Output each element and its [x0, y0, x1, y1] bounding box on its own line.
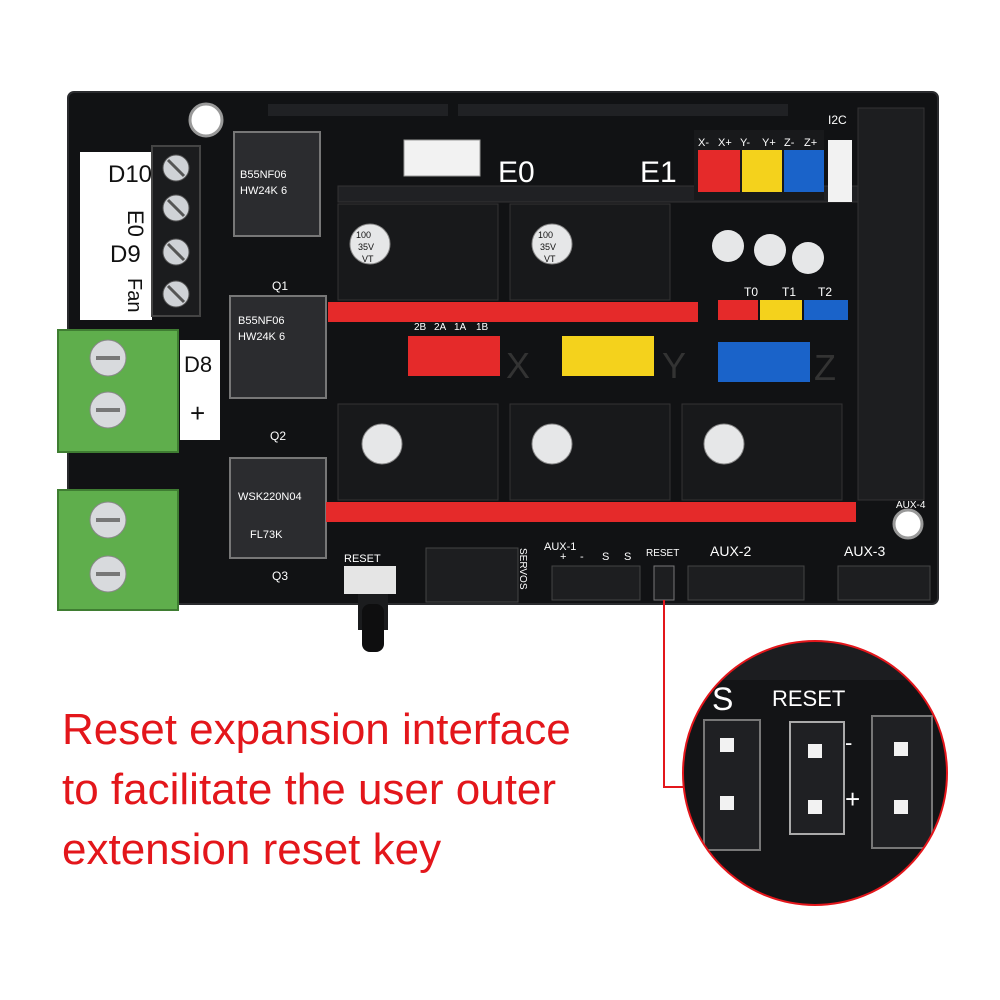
- aux-mark-plus: +: [560, 551, 566, 563]
- label-i2c: I2C: [828, 113, 847, 127]
- reset-button-body: [358, 594, 388, 652]
- therm-label-1: T0: [744, 285, 758, 299]
- extruder-silkscreen: + Extr.1 + Extr.2 D10 E0 D9 Fan: [80, 152, 152, 320]
- aux-mark-s1: S: [602, 551, 609, 563]
- stepper-socket-e0: 100 35V VT E0: [337, 156, 535, 301]
- small-screw-terminal: [151, 145, 201, 317]
- svg-text:VT: VT: [362, 254, 374, 264]
- label-aux2: AUX-2: [710, 543, 751, 559]
- stepper-socket-z: [681, 403, 843, 501]
- label-reset-header: RESET: [646, 548, 679, 559]
- aux-mark-minus: -: [580, 551, 584, 563]
- label-fan: Fan: [123, 278, 145, 312]
- svg-text:100: 100: [538, 230, 553, 240]
- therm-label-2: T1: [782, 285, 796, 299]
- mosfet-q1: B55NF06 HW24K 6 Q1: [233, 131, 321, 293]
- svg-text:Q2: Q2: [270, 429, 286, 443]
- label-reset-board: RESET: [344, 553, 381, 565]
- svg-text:VT: VT: [544, 254, 556, 264]
- right-pin-header: AUX-4: [857, 107, 926, 511]
- endstop-label-3: Y-: [740, 137, 750, 149]
- mounting-hole: [188, 102, 224, 138]
- label-aux3: AUX-3: [844, 543, 885, 559]
- zoom-label-minus: -: [845, 730, 852, 755]
- svg-text:HW24K 6: HW24K 6: [240, 185, 287, 197]
- microstep-jumpers: 2B 2A 1A 1B X Y Z: [408, 322, 836, 388]
- svg-text:FL73K: FL73K: [250, 529, 283, 541]
- label-servos: SERVOS: [517, 548, 528, 590]
- power-terminal-bottom: [57, 489, 179, 611]
- thermistor-headers: T0 T1 T2: [718, 285, 848, 320]
- stepper-socket-x: [337, 403, 499, 501]
- zoom-circle-outline: [682, 640, 948, 906]
- label-d8: D8: [184, 352, 212, 377]
- zoom-label-plus: +: [845, 784, 860, 814]
- label-x-axis: X: [506, 345, 530, 386]
- svg-text:100: 100: [356, 230, 371, 240]
- stepper-socket-y: [509, 403, 671, 501]
- endstop-label-6: Z+: [804, 137, 817, 149]
- red-header-rail-top: [328, 302, 698, 322]
- label-extr1: + Extr.1: [83, 191, 97, 232]
- caption-line-2: to facilitate the user outer: [62, 765, 557, 814]
- label-d8-plus: +: [190, 398, 205, 428]
- label-e0-axis: E0: [498, 156, 535, 189]
- label-d9: D9: [110, 241, 141, 268]
- zoom-label-s: S: [712, 681, 733, 717]
- power-terminal-top: [57, 329, 179, 453]
- svg-text:Q1: Q1: [272, 279, 288, 293]
- label-extr2: + Extr.2: [83, 277, 97, 318]
- endstop-headers: X- X+ Y- Y+ Z- Z+ I2C: [694, 113, 852, 202]
- svg-text:2B: 2B: [414, 322, 427, 333]
- endstop-label-1: X-: [698, 137, 709, 149]
- svg-text:B55NF06: B55NF06: [240, 169, 286, 181]
- svg-text:35V: 35V: [540, 242, 556, 252]
- label-y-axis: Y: [662, 345, 686, 386]
- endstop-label-5: Z-: [784, 137, 795, 149]
- svg-text:HW24K 6: HW24K 6: [238, 331, 285, 343]
- endstop-label-2: X+: [718, 137, 732, 149]
- label-aux4: AUX-4: [896, 500, 926, 511]
- svg-text:1A: 1A: [454, 322, 467, 333]
- caption-text: Reset expansion interface to facilitate …: [62, 700, 662, 880]
- stepper-socket-e1: 100 35V VT E1: [509, 156, 677, 301]
- svg-text:Q3: Q3: [272, 569, 288, 583]
- caption-line-1: Reset expansion interface: [62, 705, 571, 754]
- endstop-label-4: Y+: [762, 137, 776, 149]
- svg-text:WSK220N04: WSK220N04: [238, 491, 302, 503]
- mounting-hole: [892, 508, 924, 540]
- svg-text:1B: 1B: [476, 322, 489, 333]
- label-aux1: AUX-1: [544, 541, 576, 553]
- svg-text:B55NF06: B55NF06: [238, 315, 284, 327]
- label-e1-axis: E1: [640, 156, 677, 189]
- svg-text:2A: 2A: [434, 322, 447, 333]
- therm-label-3: T2: [818, 285, 832, 299]
- mosfet-q2: B55NF06 HW24K 6 Q2: [229, 295, 327, 443]
- red-header-rail-bottom: [326, 502, 856, 522]
- svg-text:35V: 35V: [358, 242, 374, 252]
- caption-line-3: extension reset key: [62, 825, 442, 874]
- aux-mark-s2: S: [624, 551, 631, 563]
- capacitor-cluster: [712, 230, 824, 274]
- d8-silkscreen: D8 +: [180, 340, 220, 440]
- mosfet-q3: WSK220N04 FL73K Q3: [229, 457, 327, 583]
- zoom-label-reset: RESET: [772, 686, 845, 711]
- label-d10: D10: [108, 161, 152, 188]
- label-e0: E0: [123, 210, 148, 237]
- callout-line: [663, 600, 690, 788]
- label-z-axis: Z: [814, 347, 836, 388]
- bottom-headers: RESET SERVOS AUX-1 AUX-2 AUX-3 RESET + -…: [344, 541, 931, 603]
